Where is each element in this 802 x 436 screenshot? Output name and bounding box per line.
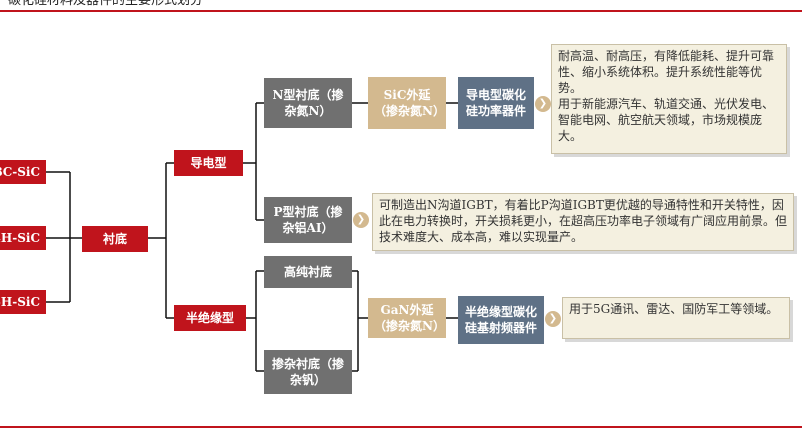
item-3c-sic: 3C-SiC [0, 160, 46, 184]
sic-epitaxy: SiC外延（掺杂氮N） [368, 77, 446, 129]
p-type-substrate: P型衬底（掺杂铝AI） [264, 197, 352, 243]
substrate-root: 衬底 [82, 226, 148, 252]
n-type-substrate: N型衬底（掺杂氮N） [264, 78, 352, 128]
power-device-note: 耐高温、耐高压，有降低能耗、提升可靠性、缩小系统体积。提升系统性能等优势。 用于… [551, 44, 787, 154]
rf-device-note: 用于5G通讯、雷达、国防军工等领域。 [562, 297, 790, 339]
item-6h-sic: 6H-SiC [0, 290, 46, 314]
power-note-applications: 用于新能源汽车、轨道交通、光伏发电、智能电网、航空航天领域，市场规模庞大。 [558, 97, 775, 143]
power-note-advantages: 耐高温、耐高压，有降低能耗、提升可靠性、缩小系统体积。提升系统性能等优势。 [558, 49, 775, 95]
semi-insulating-branch: 半绝缘型 [174, 305, 246, 331]
conductive-branch: 导电型 [174, 150, 243, 176]
rf-device: 半绝缘型碳化硅基射频器件 [458, 296, 544, 344]
gan-epitaxy: GaN外延（掺杂氮N） [368, 298, 446, 338]
item-4h-sic: 4H-SiC [0, 226, 46, 250]
igbt-note-text: 可制造出N沟道IGBT，有着比P沟道IGBT更优越的导通特性和开关特性，因此在电… [379, 198, 788, 244]
chevron-right-icon: ❯ [535, 96, 551, 112]
high-purity-substrate: 高纯衬底 [264, 256, 352, 288]
page-title: 碳化硅材料及器件的主要形式划分 [8, 0, 204, 8]
igbt-note: 可制造出N沟道IGBT，有着比P沟道IGBT更优越的导通特性和开关特性，因此在电… [372, 193, 794, 251]
doped-substrate: 掺杂衬底（掺杂钒） [264, 350, 352, 394]
chevron-right-icon: ❯ [353, 212, 369, 228]
top-divider [0, 10, 802, 12]
bottom-divider [0, 426, 802, 428]
rf-note-text: 用于5G通讯、雷达、国防军工等领域。 [569, 302, 779, 316]
power-device: 导电型碳化硅功率器件 [458, 77, 534, 129]
chevron-right-icon: ❯ [545, 311, 561, 327]
